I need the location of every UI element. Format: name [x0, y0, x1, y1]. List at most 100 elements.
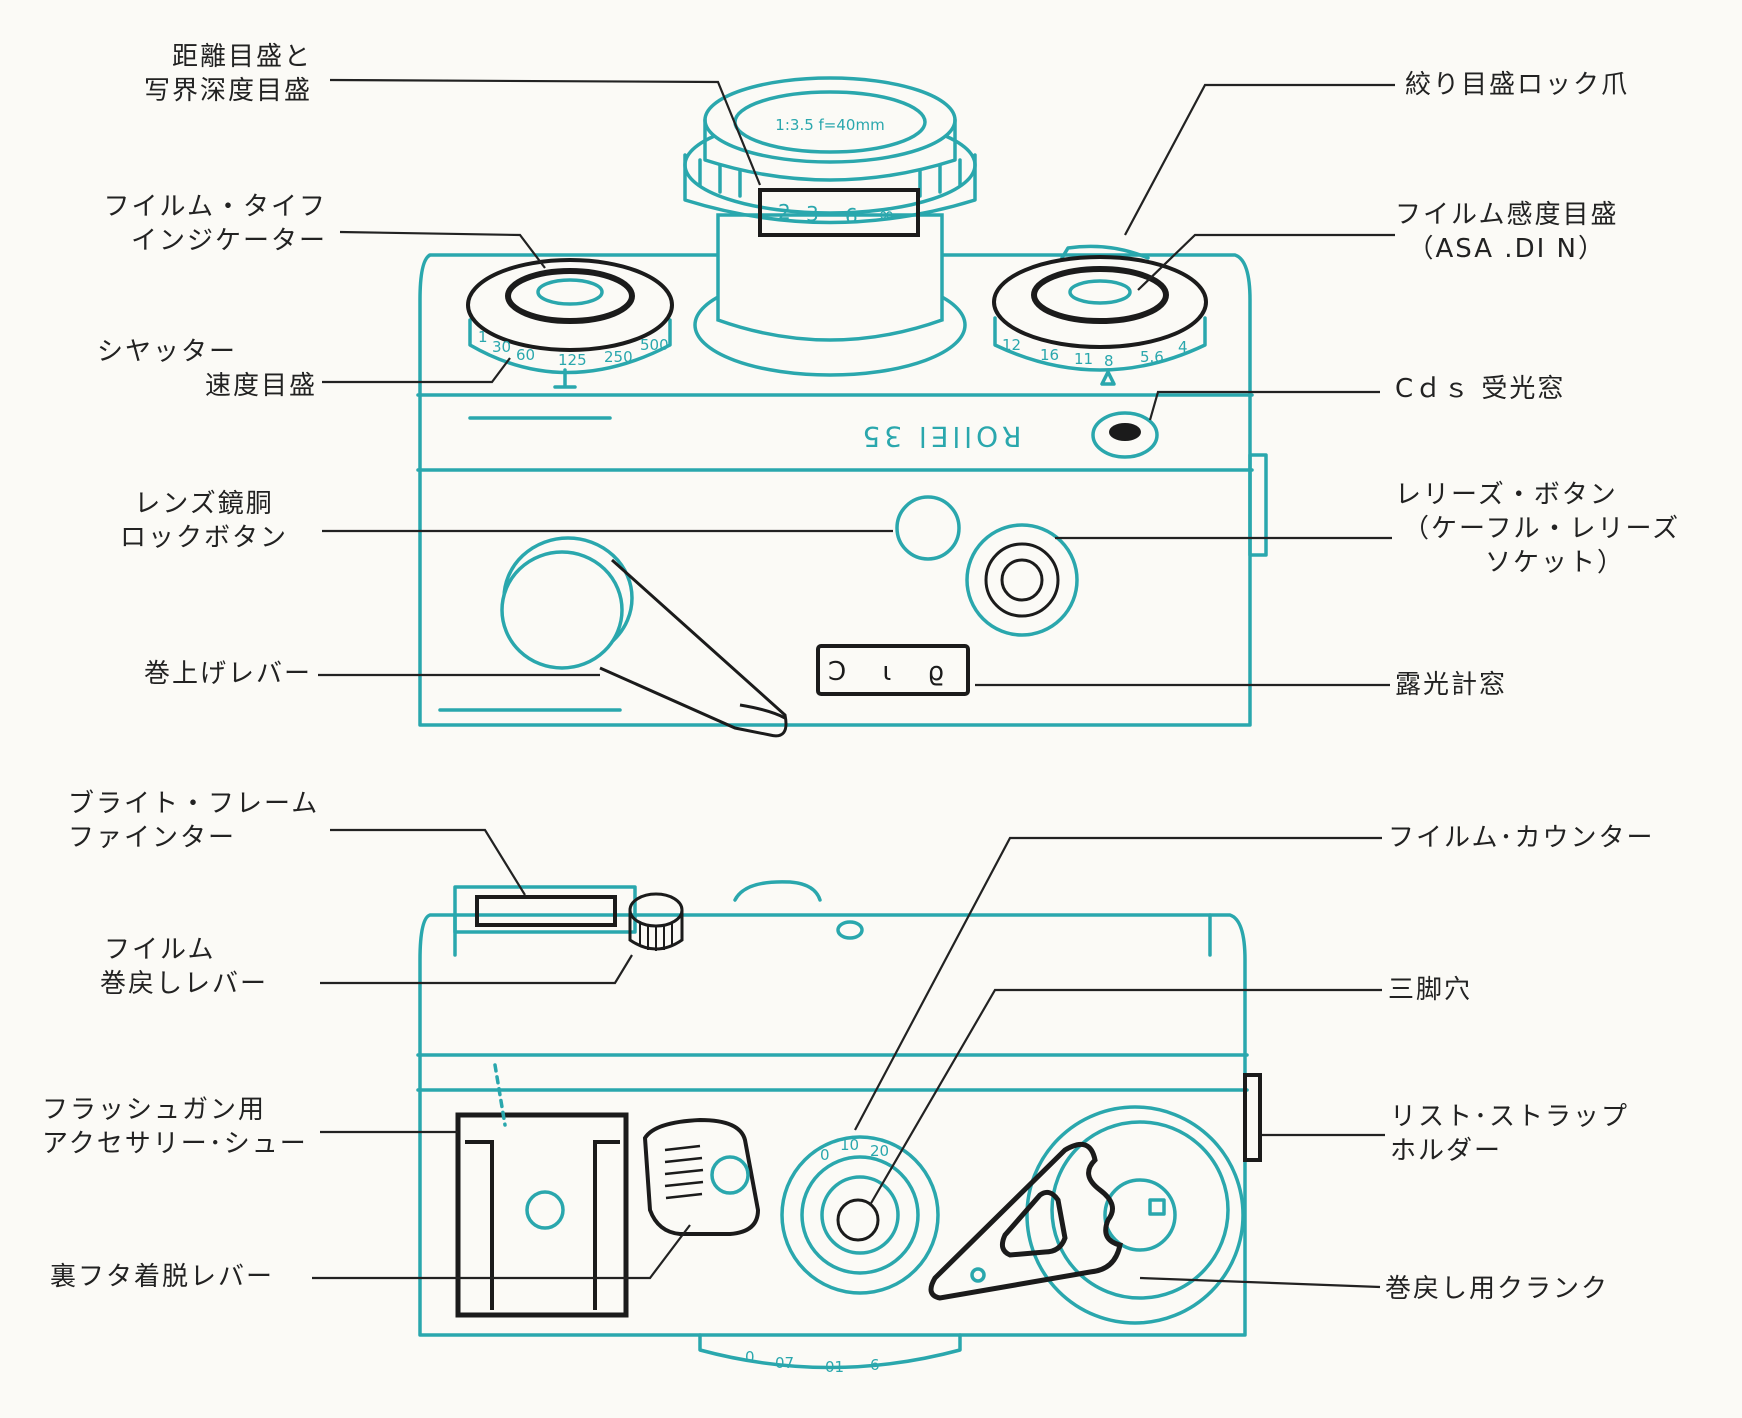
brand-engraving: ROllEl 35: [858, 420, 1021, 453]
label-release-button: レリーズ・ボタン （ケーフル・レリーズ ソケット）: [1395, 478, 1680, 580]
label-back-lever: 裏フタ着脱レバー: [50, 1260, 274, 1294]
label-line: 絞り目盛ロック爪: [1405, 70, 1630, 100]
film-dial-center: [1068, 279, 1132, 305]
label-line: ロックボタン: [120, 523, 289, 553]
rewind-lever-knob: [628, 892, 684, 951]
base-mark: 6: [870, 1356, 880, 1374]
label-line: シヤッター: [96, 337, 237, 367]
label-line: 巻戻しレバー: [100, 969, 269, 999]
leader-cds-window: [1148, 390, 1380, 421]
label-meter-window: 露光計窓: [1395, 668, 1507, 702]
film-speed-mark: 8: [1104, 352, 1114, 370]
film-speed-mark: 5.6: [1140, 348, 1164, 366]
shutter-mark: 1: [478, 328, 488, 346]
shutter-mark: 250: [604, 348, 633, 366]
leader-aperture-lock: [1124, 83, 1395, 236]
bottom-lens-barrel: [698, 1333, 962, 1370]
label-line: ホルダー: [1390, 1136, 1503, 1166]
shoe-screw: [525, 1190, 565, 1230]
wind-lever-hub: [500, 550, 624, 670]
top-rail-screw: [836, 920, 864, 940]
label-strap-holder: リスト･ストラップ ホルダー: [1390, 1100, 1629, 1168]
label-line: 裏フタ着脱レバー: [50, 1262, 275, 1292]
film-dial-inner: [1031, 266, 1169, 324]
label-rewind-lever: フイルム 巻戻しレバー: [100, 933, 268, 1001]
lever-pivot: [710, 1155, 750, 1195]
top-body-outline: [418, 253, 1252, 727]
label-line: ブライト・フレーム: [68, 789, 320, 819]
film-speed-mark: 11: [1074, 350, 1093, 368]
cds-window: [1109, 423, 1141, 441]
label-film-counter: フイルム･カウンター: [1388, 821, 1654, 855]
finder-window: [475, 895, 617, 927]
rewind-crank: [928, 1141, 1123, 1301]
label-shutter-speed-scale: シヤッター 速度目盛: [97, 335, 317, 403]
film-counter-dial: 0 10 20: [780, 1135, 940, 1295]
counter-mark: 10: [840, 1136, 859, 1154]
label-wind-lever: 巻上げレバー: [144, 657, 312, 691]
label-line: （ケーフル・レリーズ: [1403, 514, 1681, 544]
leader-tripod: [869, 988, 1382, 1206]
counter-inner: [800, 1155, 920, 1275]
label-rewind-crank: 巻戻し用クランク: [1385, 1272, 1609, 1306]
aperture-lock-claw: [1060, 244, 1150, 260]
lens-lock-button: [895, 495, 961, 561]
shutter-dial-inner: [505, 268, 635, 324]
label-line: 写界深度目盛: [143, 76, 312, 106]
label-line: インジケーター: [130, 226, 327, 256]
film-speed-mark: 4: [1178, 338, 1188, 356]
lever-body: [642, 1117, 761, 1236]
label-lens-lock-button: レンズ鏡胴 ロックボタン: [120, 487, 288, 555]
label-line: 巻戻し用クランク: [1385, 1274, 1610, 1304]
distance-scale: 2 3 6 ∞: [778, 200, 895, 228]
label-distance-scale: 距離目盛と 写界深度目盛: [144, 40, 312, 108]
shutter-dial-side: [468, 318, 672, 375]
film-speed-dial: 12 16 11 8 5.6 4: [992, 255, 1208, 386]
film-speed-mark: 12: [1002, 336, 1021, 354]
crank-dial-inner: [1050, 1120, 1230, 1300]
release-socket: [1000, 558, 1044, 602]
label-line: レリーズ・ボタン: [1395, 480, 1618, 510]
cds-window-rim: [1091, 411, 1159, 459]
counter-ring: [820, 1175, 900, 1255]
leader-film-type: [339, 230, 546, 269]
leader-rewind-lever: [320, 954, 633, 985]
shutter-index: [553, 368, 577, 389]
lens-front-side: [703, 118, 957, 182]
finder-housing: [453, 885, 637, 934]
label-line: フイルム･カウンター: [1388, 823, 1655, 853]
crank-dial-outer: [1025, 1105, 1245, 1325]
label-line: フイルム: [104, 935, 216, 965]
label-line: アクセサリー･シュー: [42, 1129, 308, 1159]
distance-mark: 3: [806, 202, 819, 226]
crank-hub: [1103, 1178, 1177, 1252]
leader-film-speed: [1137, 233, 1395, 291]
label-film-type-indicator: フイルム・タイフ インジケーター: [104, 190, 327, 258]
meter-window: [816, 644, 970, 696]
counter-mark: 0: [820, 1146, 830, 1164]
shoe-outline: [455, 1112, 629, 1318]
crank-cutout: [999, 1189, 1068, 1258]
meter-window-text: Ɔ ɩ ϱ: [828, 657, 958, 687]
label-tripod-socket: 三脚穴: [1388, 973, 1472, 1007]
base-mark: 0: [745, 1348, 755, 1366]
base-mark: 01: [825, 1358, 844, 1376]
counter-mark: 20: [870, 1142, 889, 1160]
base-mark: 07: [775, 1354, 794, 1372]
shutter-dial: 1 30 60 125 250 500: [466, 258, 674, 389]
label-line: 三脚穴: [1388, 975, 1473, 1005]
label-line: 速度目盛: [204, 371, 317, 401]
label-line: リスト･ストラップ: [1390, 1102, 1630, 1132]
leader-finder: [330, 828, 526, 896]
label-line: ファインター: [68, 823, 237, 853]
rewind-knob-top: [628, 892, 684, 928]
focus-ring-knurl: [698, 158, 962, 198]
lens-focus-ring-side: [683, 153, 977, 225]
wind-lever-arm: [599, 558, 788, 738]
lever-grip: [664, 1144, 704, 1200]
lens-barrel: [716, 213, 944, 342]
wind-lever: [500, 536, 788, 738]
label-line: Cｄｓ 受光窓: [1395, 374, 1566, 404]
